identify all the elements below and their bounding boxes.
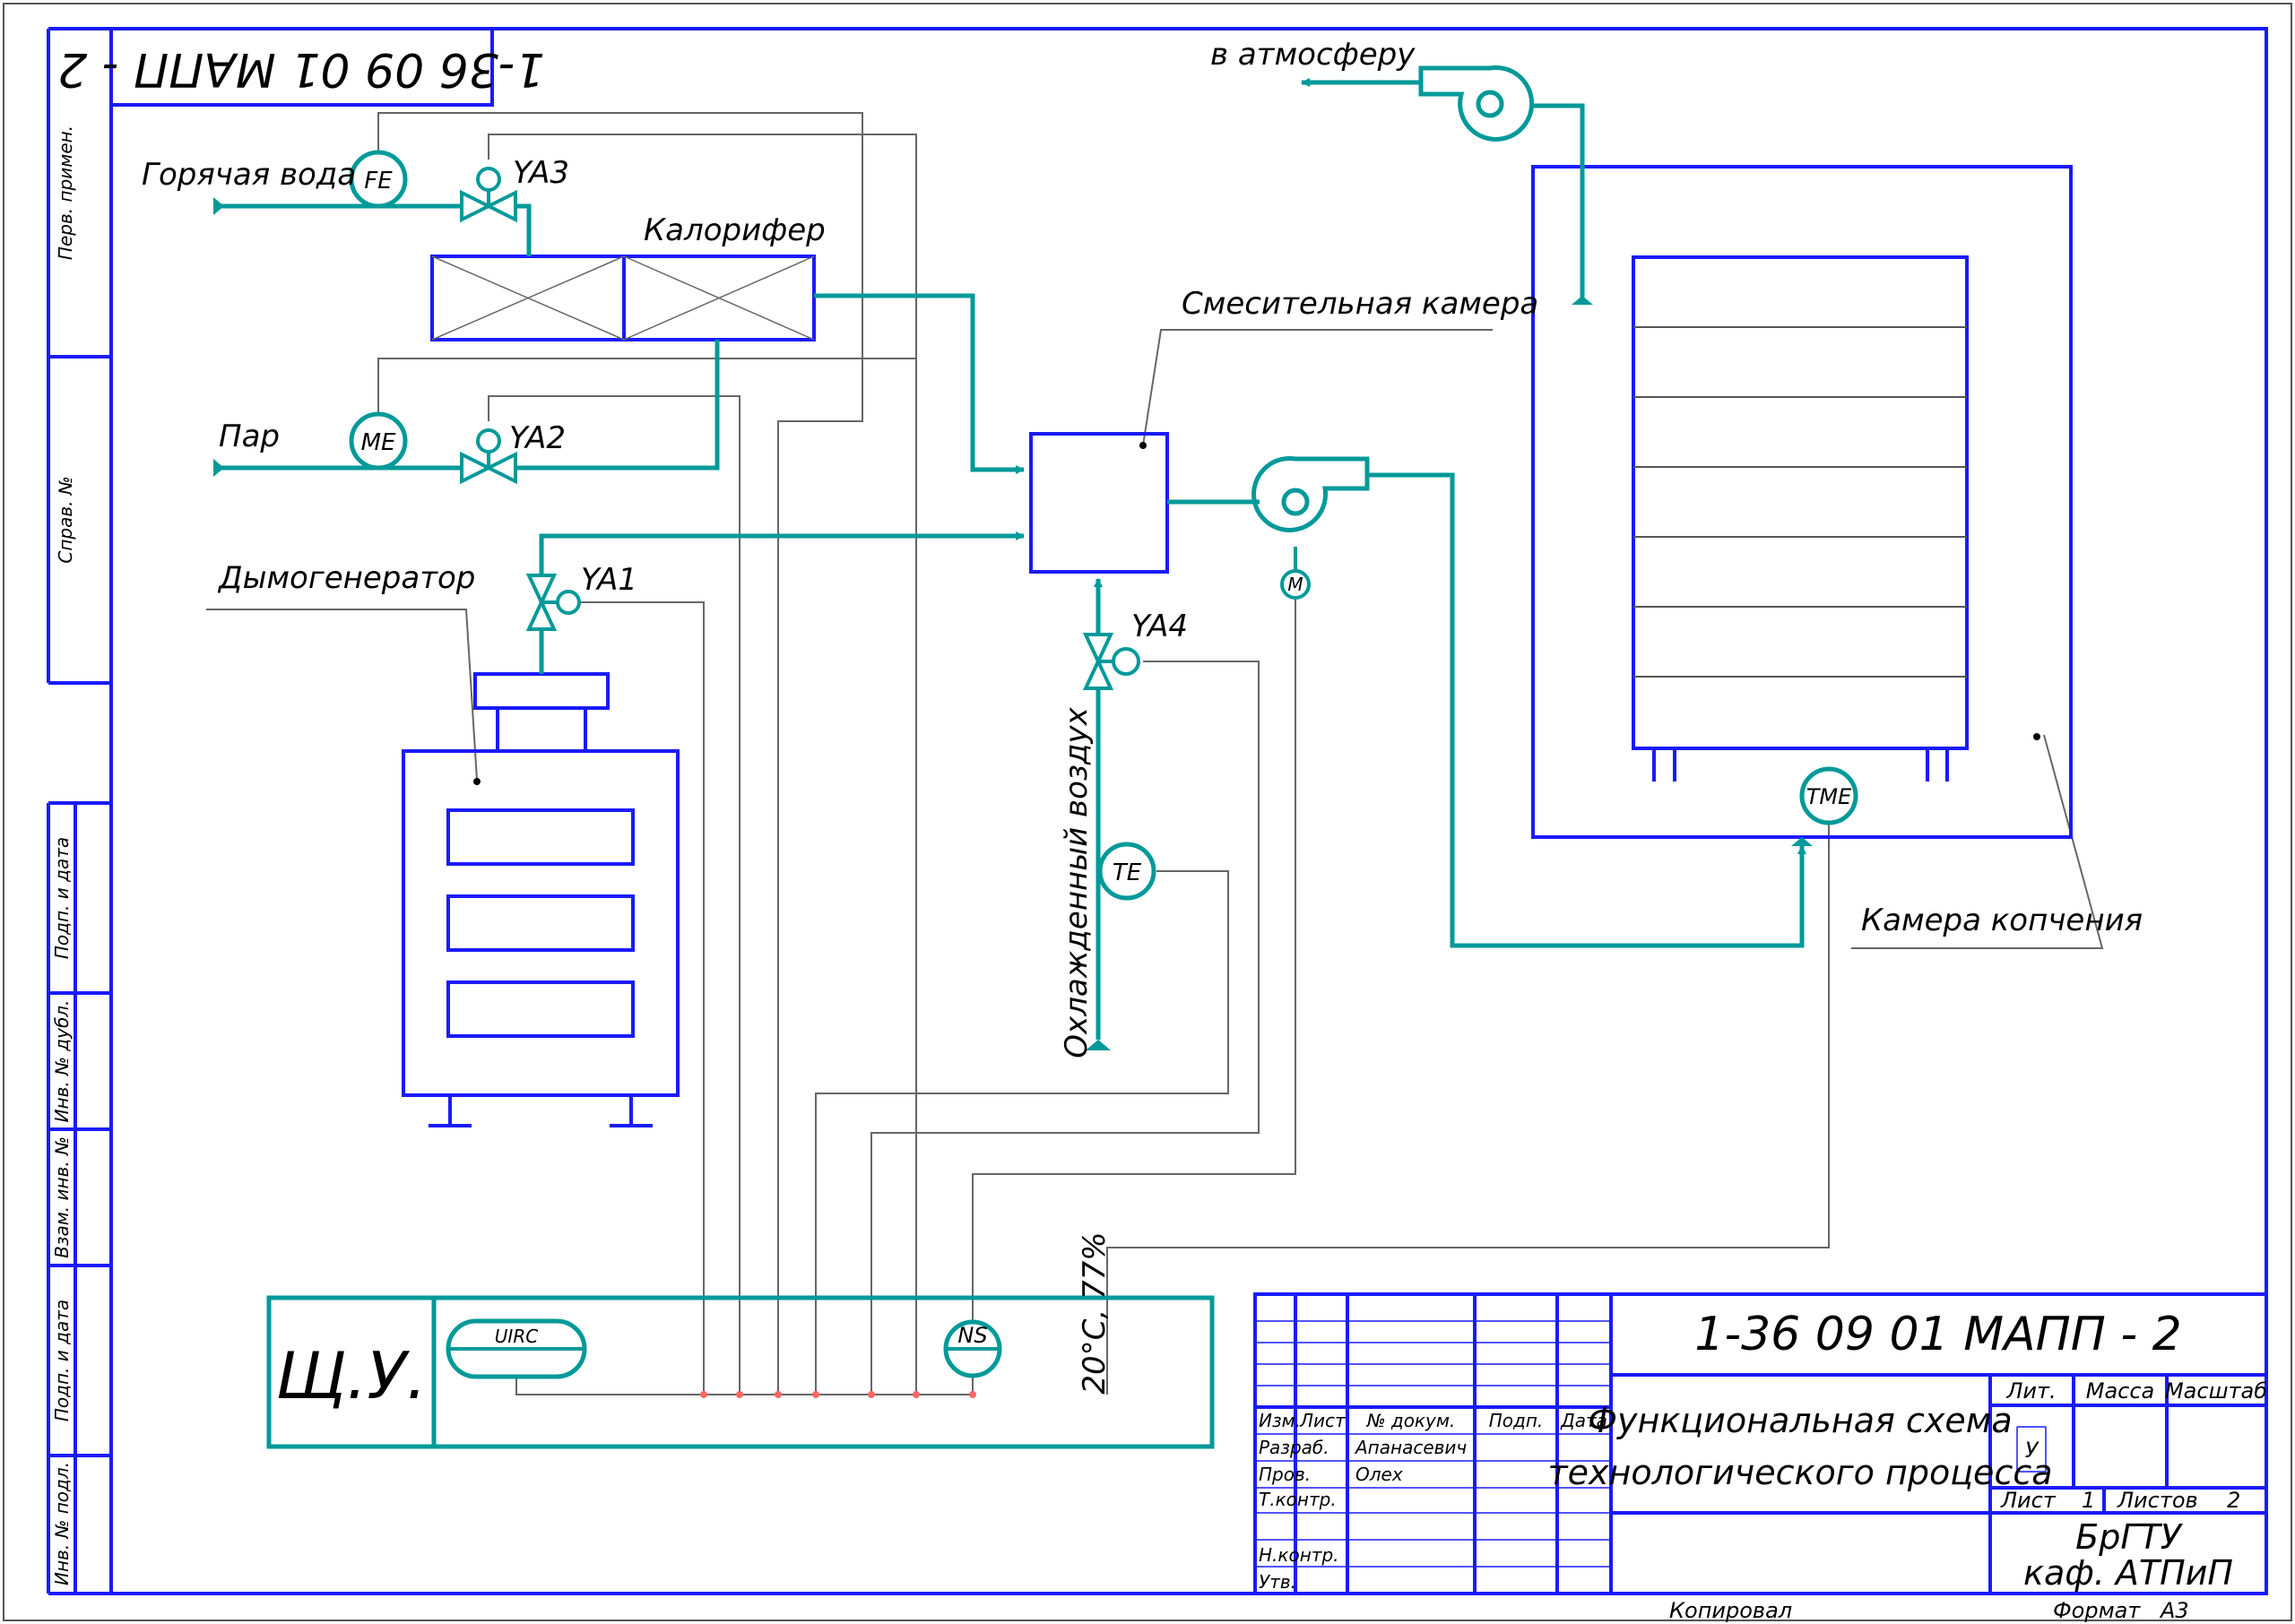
valve-ya3-icon <box>460 167 517 223</box>
instrument-ns: NS <box>943 1319 1002 1378</box>
svg-text:Утв.: Утв. <box>1259 1571 1296 1593</box>
svg-text:Н.контр.: Н.контр. <box>1259 1544 1339 1566</box>
svg-text:Изм.: Изм. <box>1259 1410 1301 1431</box>
instrument-uirc: UIRC <box>446 1318 587 1379</box>
svg-text:Пров.: Пров. <box>1259 1464 1311 1485</box>
control-panel-label: Щ.У. <box>276 1338 427 1413</box>
valve-ya1-icon <box>525 574 581 631</box>
title-line-1: Функциональная схема <box>1588 1401 2012 1440</box>
smoking-chamber <box>1531 165 2073 839</box>
label-ya4: YA4 <box>1131 609 1188 644</box>
leader-dots <box>473 442 2040 785</box>
svg-text:FE: FE <box>364 168 393 194</box>
label-steam: Пар <box>219 419 280 454</box>
smoke-generator <box>402 672 680 1127</box>
stamp-podp-data-1: Подп. и дата <box>51 837 73 959</box>
supply-fan-icon <box>1251 455 1370 532</box>
instrument-me: ME <box>349 411 408 471</box>
label-heater: Калорифер <box>644 212 826 248</box>
left-side-stamp-labels: Перв. примен. Справ. № Подп. и дата Инв.… <box>51 125 76 1585</box>
svg-text:Т.контр.: Т.контр. <box>1259 1489 1337 1510</box>
exhaust-fan-icon <box>1418 65 1535 142</box>
label-ya2: YA2 <box>509 420 566 456</box>
label-ya1: YA1 <box>581 562 637 598</box>
svg-text:Разраб.: Разраб. <box>1259 1437 1329 1458</box>
title-line-2: технологического процесса <box>1547 1453 2052 1492</box>
label-ya3: YA3 <box>513 155 569 191</box>
label-hot-water: Горячая вода <box>142 157 356 193</box>
svg-text:Формат: Формат <box>2053 1598 2141 1623</box>
instrument-fe: FE <box>349 150 408 209</box>
label-to-atmosphere: в атмосферу <box>1210 37 1416 73</box>
sheet-border <box>3 3 2292 1621</box>
heater-unit <box>430 255 816 341</box>
setpoint-label: 20°С, 77% <box>1077 1231 1113 1394</box>
svg-text:TE: TE <box>1113 860 1142 886</box>
svg-text:Листов: Листов <box>2117 1488 2198 1513</box>
instrument-tme: TME <box>1799 766 1858 825</box>
title-block-thin-rows <box>1255 1320 2047 1568</box>
stamp-perv-primen: Перв. примен. <box>55 125 76 260</box>
stamp-inv-podl: Инв. № подл. <box>51 1462 73 1585</box>
svg-text:А3: А3 <box>2159 1598 2189 1623</box>
svg-text:Дата: Дата <box>1560 1410 1607 1431</box>
stamp-sprav-no: Справ. № <box>55 476 76 563</box>
label-mixing-chamber: Смесительная камера <box>1182 286 1538 322</box>
label-smoking-chamber: Камера копчения <box>1861 903 2143 938</box>
svg-text:Олех: Олех <box>1355 1464 1403 1485</box>
signal-lines <box>206 112 2104 1395</box>
svg-text:Апанасевич: Апанасевич <box>1354 1437 1467 1458</box>
top-left-code: 1-36 09 01 МАПП - 2 <box>57 42 545 96</box>
mixing-chamber <box>1029 432 1169 574</box>
motor-icon: M <box>1280 547 1311 600</box>
stamp-vzam-inv: Взам. инв. № <box>51 1136 73 1258</box>
stamp-podp-data-2: Подп. и дата <box>51 1300 73 1421</box>
valve-ya4-icon <box>1082 633 1140 690</box>
svg-text:NS: NS <box>957 1323 987 1348</box>
title-block-grid <box>1253 1292 2268 1595</box>
svg-text:Масса: Масса <box>2086 1378 2155 1404</box>
title-block-text: 1-36 09 01 МАПП - 2 Функциональная схема… <box>1259 1308 2267 1623</box>
label-cooled-air: Охлажденный воздух <box>1059 706 1095 1058</box>
svg-text:Лист: Лист <box>2000 1488 2057 1513</box>
left-side-stamp <box>47 27 111 1595</box>
svg-text:Масштаб: Масштаб <box>2165 1378 2267 1404</box>
svg-text:каф. АТПиП: каф. АТПиП <box>2023 1553 2233 1593</box>
control-panel: Щ.У. UIRC NS 20°С, 77% <box>266 1231 1215 1449</box>
svg-text:TME: TME <box>1806 784 1852 809</box>
svg-text:UIRC: UIRC <box>495 1326 538 1347</box>
instrument-te: TE <box>1097 842 1156 901</box>
signal-junctions <box>700 1391 976 1398</box>
svg-text:Лист: Лист <box>1299 1410 1347 1431</box>
pipe-end-markers <box>213 197 1813 1050</box>
svg-text:Копировал: Копировал <box>1669 1598 1792 1623</box>
stamp-inv-dubl: Инв. № дубл. <box>51 1000 73 1123</box>
drawing-frame <box>109 27 2268 1595</box>
svg-text:Лит.: Лит. <box>2005 1378 2056 1404</box>
title-block-code: 1-36 09 01 МАПП - 2 <box>1694 1308 2182 1361</box>
valve-ya2-icon <box>460 428 517 485</box>
top-left-code-box: 1-36 09 01 МАПП - 2 <box>57 27 545 107</box>
svg-text:2: 2 <box>2227 1488 2240 1513</box>
svg-text:1: 1 <box>2082 1488 2095 1513</box>
svg-text:Подп.: Подп. <box>1489 1410 1544 1431</box>
svg-text:ME: ME <box>361 429 396 456</box>
svg-text:У: У <box>2025 1438 2040 1463</box>
process-labels: Горячая вода Пар Калорифер Дымогенератор… <box>142 37 2143 1058</box>
svg-text:БрГТУ: БрГТУ <box>2075 1517 2184 1557</box>
label-smoke-generator: Дымогенератор <box>217 560 475 596</box>
svg-text:№ докум.: № докум. <box>1366 1410 1456 1431</box>
svg-text:M: M <box>1287 574 1303 595</box>
